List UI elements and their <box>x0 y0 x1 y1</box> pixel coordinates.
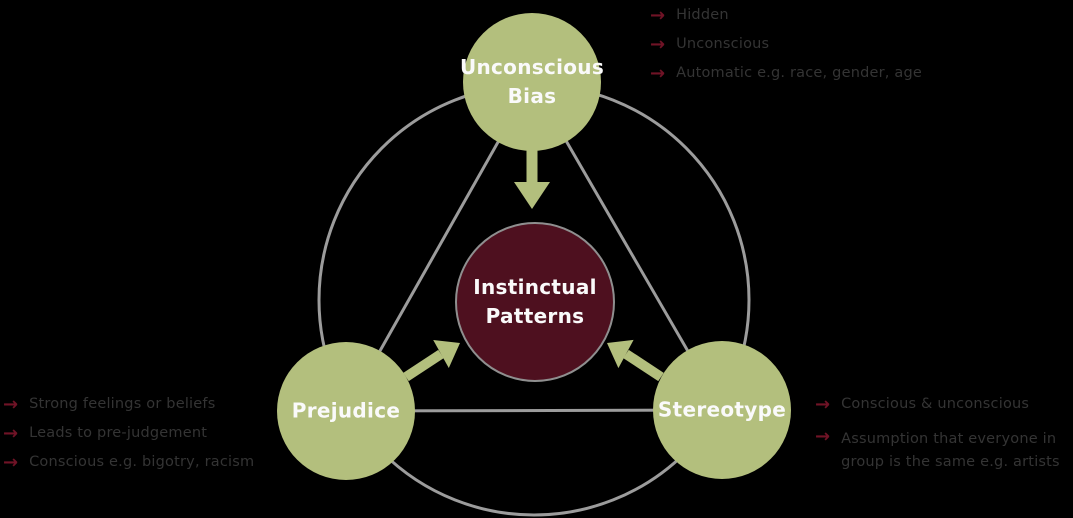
arrow-right-icon: → <box>815 426 831 447</box>
annotation-text: Unconscious <box>676 36 770 52</box>
node-label-instinctual-patterns: Instinctual Patterns <box>473 273 597 331</box>
annotation-item: → Conscious & unconscious <box>815 394 1073 415</box>
node-label-prejudice: Prejudice <box>291 398 401 423</box>
annotation-text: Leads to pre-judgement <box>29 425 208 441</box>
arrow-down-icon <box>514 148 550 209</box>
arrow-up-right-icon <box>403 340 460 382</box>
annotation-item: → Strong feelings or beliefs <box>3 394 254 415</box>
node-label-line: Bias <box>507 84 557 108</box>
annotation-text: Conscious e.g. bigotry, racism <box>29 454 255 470</box>
annotation-item: → Leads to pre-judgement <box>3 423 254 444</box>
annotation-item: → Hidden <box>650 5 922 26</box>
node-label-line: Unconscious <box>459 55 605 79</box>
node-stereotype-circle <box>653 341 791 479</box>
annotation-text: Conscious & unconscious <box>841 396 1030 412</box>
annotation-item: → Assumption that everyone in group is t… <box>815 428 1073 474</box>
annotation-text: Hidden <box>676 7 729 23</box>
arrow-right-icon: → <box>650 34 666 55</box>
node-label-line: Instinctual <box>473 275 597 299</box>
annotation-item: → Unconscious <box>650 34 922 55</box>
arrow-right-icon: → <box>815 394 831 415</box>
node-prejudice-circle <box>277 342 415 480</box>
arrow-right-icon: → <box>650 5 666 26</box>
arrow-right-icon: → <box>3 394 19 415</box>
annotation-text: Assumption that everyone in group is the… <box>841 431 1060 470</box>
arrow-right-icon: → <box>3 423 19 444</box>
node-instinctual-patterns-circle <box>455 222 615 382</box>
node-unconscious-bias-circle <box>463 13 601 151</box>
stereotype-annotations: → Conscious & unconscious → Assumption t… <box>815 396 1073 489</box>
unconscious-bias-annotations: → Hidden → Unconscious → Automatic e.g. … <box>650 7 922 94</box>
node-label-stereotype: Stereotype <box>657 397 787 422</box>
node-label-line: Patterns <box>485 304 585 328</box>
arrow-right-icon: → <box>650 63 666 84</box>
annotation-item: → Conscious e.g. bigotry, racism <box>3 452 255 473</box>
annotation-item: → Automatic e.g. race, gender, age <box>650 63 923 84</box>
arrow-up-left-icon <box>607 339 664 382</box>
arrow-right-icon: → <box>3 452 19 473</box>
annotation-text: Strong feelings or beliefs <box>29 396 216 412</box>
node-label-unconscious-bias: Unconscious Bias <box>460 53 604 111</box>
prejudice-annotations: → Strong feelings or beliefs → Leads to … <box>3 396 254 483</box>
annotation-text: Automatic e.g. race, gender, age <box>676 65 923 81</box>
